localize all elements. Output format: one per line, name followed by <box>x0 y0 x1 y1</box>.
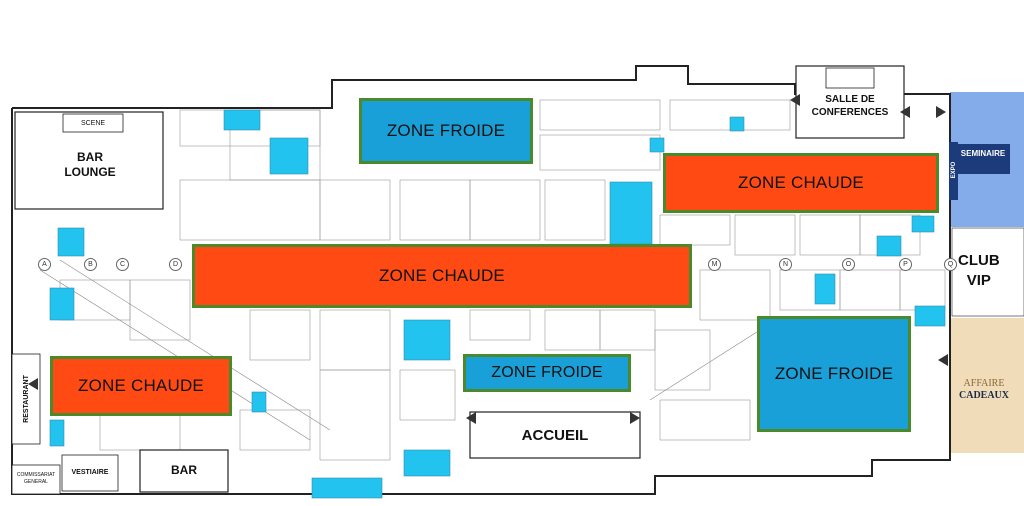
column-marker-q: Q <box>944 258 957 271</box>
zone-chaude-center[interactable]: ZONE CHAUDE <box>192 244 692 308</box>
commissariat-box <box>11 464 61 495</box>
column-marker-d: D <box>169 258 182 271</box>
column-marker-m: M <box>708 258 721 271</box>
column-marker-p: P <box>899 258 912 271</box>
scene-label: SCENE <box>80 119 106 127</box>
affaire-area <box>950 318 1024 453</box>
vestiaire-label: VESTIAIRE <box>71 468 109 476</box>
cyan-stands <box>49 109 946 499</box>
cadeaux-label: CADEAUX <box>959 389 1009 401</box>
scene-box <box>62 113 124 133</box>
restaurant-box <box>11 353 41 445</box>
restaurant-label: RESTAURANT <box>22 375 30 423</box>
seminaire-label: SEMINAIRE <box>960 148 1006 158</box>
zone-froide-top[interactable]: ZONE FROIDE <box>359 98 533 164</box>
salle-conferences-label: SALLE DE CONFERENCES <box>811 94 889 118</box>
bar-lounge-label: BAR LOUNGE <box>64 150 116 179</box>
club-vip-box <box>951 227 1024 317</box>
zone-chaude-right[interactable]: ZONE CHAUDE <box>663 153 939 213</box>
club-vip-label: CLUB VIP <box>958 252 1000 289</box>
column-marker-b: B <box>84 258 97 271</box>
zone-froide-right[interactable]: ZONE FROIDE <box>757 316 911 432</box>
stage-mini-box <box>825 67 875 89</box>
bar-label: BAR <box>171 463 197 477</box>
expo-box <box>949 142 958 200</box>
bar-box <box>139 449 229 493</box>
column-marker-n: N <box>779 258 792 271</box>
accueil-label: ACCUEIL <box>521 426 589 444</box>
commissariat-label: COMMISSARIAT GENERAL <box>16 472 56 485</box>
zone-froide-center[interactable]: ZONE FROIDE <box>463 354 631 392</box>
seminaire-logo-box <box>956 144 1010 174</box>
column-marker-a: A <box>38 258 51 271</box>
vestiaire-box <box>61 454 119 492</box>
affaire-label: AFFAIRE <box>963 377 1005 389</box>
direction-arrows <box>28 94 948 424</box>
column-marker-o: O <box>842 258 855 271</box>
zone-chaude-left[interactable]: ZONE CHAUDE <box>50 356 232 416</box>
column-marker-c: C <box>116 258 129 271</box>
accueil-box <box>469 411 641 459</box>
outer-wall <box>11 65 951 495</box>
